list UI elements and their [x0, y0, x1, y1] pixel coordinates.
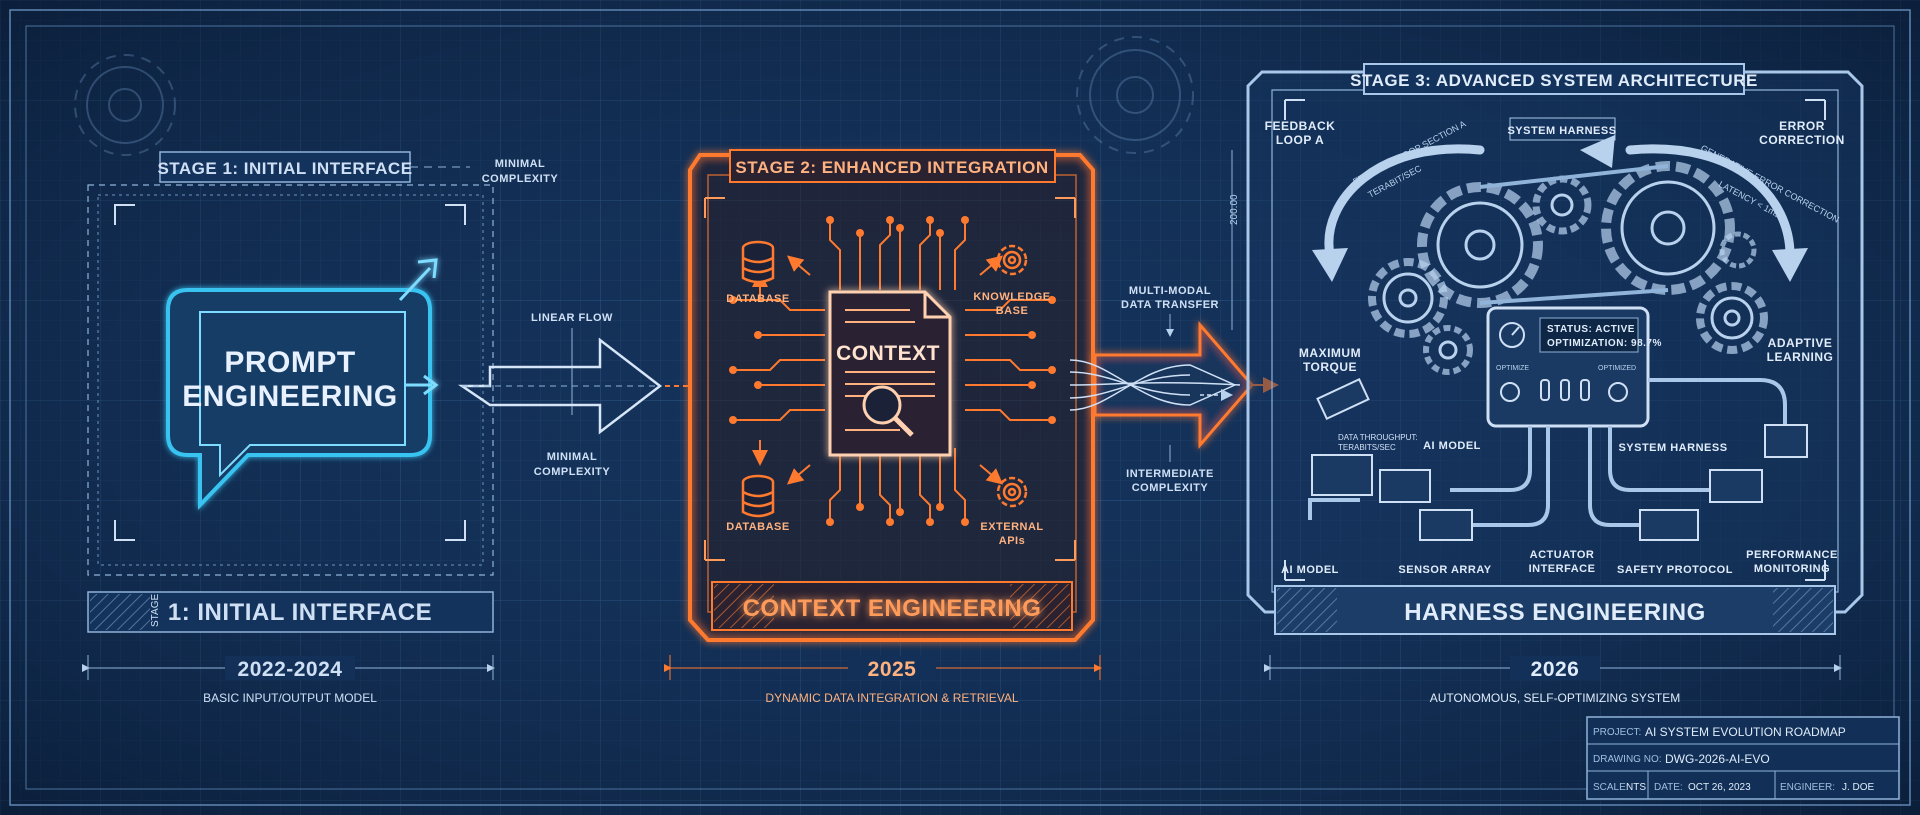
external-apis-label: EXTERNAL [980, 521, 1043, 533]
stage-3-years: 2026 [1531, 658, 1580, 681]
date-label: DATE: [1654, 782, 1683, 793]
feedback-arrows [1324, 144, 1795, 260]
gear-icon [1719, 231, 1757, 269]
stage-1-note-top: MINIMAL [495, 158, 546, 170]
connector-1-bottom: MINIMAL [547, 451, 598, 463]
external-apis-label-2: APIs [999, 535, 1025, 547]
database-icon [741, 474, 775, 518]
project-value: AI SYSTEM EVOLUTION ROADMAP [1645, 725, 1846, 739]
document-icon [828, 290, 952, 457]
circuit-traces [735, 222, 1050, 520]
drawing-label: DRAWING NO: [1593, 754, 1662, 765]
database-top-label: DATABASE [726, 293, 789, 305]
adaptive-learning-label: ADAPTIVE [1768, 336, 1833, 350]
performance-monitoring-label-2: MONITORING [1754, 563, 1830, 575]
magnifier-icon [862, 385, 914, 437]
dimension-label: 200.00 [1229, 194, 1240, 225]
drawing-value: DWG-2026-AI-EVO [1665, 752, 1770, 766]
stage-2-panel: STAGE 2: ENHANCED INTEGRATION [664, 149, 1102, 705]
circuit-modules [1311, 377, 1808, 541]
ai-model-mid-label: AI MODEL [1423, 440, 1481, 452]
stage-1-title: PROMPT [224, 346, 355, 379]
connector-1: LINEAR FLOW MINIMAL COMPLEXITY [457, 312, 690, 478]
stage-3-header: STAGE 3: ADVANCED SYSTEM ARCHITECTURE [1350, 71, 1758, 90]
gear-icon [1696, 282, 1768, 354]
gear-icon [1368, 258, 1448, 338]
stage-3-caption: AUTONOMOUS, SELF-OPTIMIZING SYSTEM [1430, 691, 1680, 705]
engineer-value: J. DOE [1842, 782, 1875, 793]
background-gear-icon [74, 36, 1194, 156]
connector-1-top: LINEAR FLOW [531, 312, 613, 324]
stage-1-banner: 1: INITIAL INTERFACE [168, 599, 432, 626]
scale-label: SCALE: [1593, 782, 1629, 793]
connector-2: MULTI-MODAL DATA TRANSFER INTERMEDIATE C… [1069, 285, 1279, 494]
speech-bubble-icon [166, 258, 439, 510]
stage-2-years: 2025 [868, 658, 917, 681]
connector-1-bottom-2: COMPLEXITY [534, 466, 611, 478]
error-correction-label: ERROR [1779, 119, 1825, 133]
stage-3-panel: STAGE 3: ADVANCED SYSTEM ARCHITECTURE SY… [1229, 63, 1864, 705]
panel-label-right: OPTIMIZED [1598, 365, 1636, 372]
gear-icon [996, 476, 1028, 508]
knowledge-base-label: KNOWLEDGE [973, 291, 1050, 303]
status-line-2: OPTIMIZATION: 98.7% [1547, 338, 1662, 349]
connector-2-top: MULTI-MODAL [1129, 285, 1211, 297]
stage-1-years: 2022-2024 [238, 658, 343, 681]
stage-2-caption: DYNAMIC DATA INTEGRATION & RETRIEVAL [765, 691, 1018, 705]
maximum-torque-label-2: TORQUE [1303, 360, 1357, 374]
connector-2-top-2: DATA TRANSFER [1121, 299, 1219, 311]
stage-2-banner: CONTEXT ENGINEERING [743, 595, 1042, 622]
sensor-array-label: SENSOR ARRAY [1398, 564, 1491, 576]
error-correction-label-2: CORRECTION [1759, 133, 1845, 147]
stage-1-title-2: ENGINEERING [182, 380, 398, 413]
stage-1-caption: BASIC INPUT/OUTPUT MODEL [203, 691, 377, 705]
gear-icon [996, 244, 1028, 276]
feedback-loop-label: FEEDBACK [1265, 119, 1336, 133]
stage-3-banner: HARNESS ENGINEERING [1404, 599, 1706, 626]
context-label: CONTEXT [836, 342, 940, 365]
circuit-nodes [729, 216, 1056, 526]
scale-value: NTS [1626, 782, 1646, 793]
actuator-interface-label-2: INTERFACE [1529, 563, 1596, 575]
engineer-label: ENGINEER: [1780, 782, 1835, 793]
stage-1-panel: STAGE 1: INITIAL INTERFACE MINIMAL COMPL… [82, 151, 559, 705]
connector-2-bottom-2: COMPLEXITY [1132, 482, 1209, 494]
ai-model-label: AI MODEL [1281, 564, 1339, 576]
system-harness-mid-label: SYSTEM HARNESS [1618, 442, 1727, 454]
panel-label-left: OPTIMIZE [1496, 365, 1529, 372]
adaptive-learning-label-2: LEARNING [1767, 350, 1834, 364]
safety-protocol-label: SAFETY PROTOCOL [1617, 564, 1733, 576]
feedback-loop-label-2: LOOP A [1276, 133, 1324, 147]
actuator-interface-label: ACTUATOR [1530, 549, 1595, 561]
stage-1-note-top-2: COMPLEXITY [482, 173, 559, 185]
stage-1-header: STAGE 1: INITIAL INTERFACE [157, 159, 412, 178]
title-block: PROJECT: AI SYSTEM EVOLUTION ROADMAP DRA… [1586, 716, 1900, 800]
control-panel-icon [1486, 306, 1650, 428]
system-harness-top-label: SYSTEM HARNESS [1507, 125, 1616, 137]
knowledge-base-label-2: BASE [996, 305, 1029, 317]
date-value: OCT 26, 2023 [1688, 782, 1751, 793]
performance-monitoring-label: PERFORMANCE [1746, 549, 1838, 561]
gear-icon [1423, 325, 1473, 375]
stage-1-banner-prefix: STAGE [150, 594, 161, 627]
database-icon [741, 240, 775, 284]
project-label: PROJECT: [1593, 727, 1641, 738]
data-throughput-label: DATA THROUGHPUT: [1338, 433, 1418, 442]
database-bottom-label: DATABASE [726, 521, 789, 533]
data-throughput-label-2: TERABITS/SEC [1338, 443, 1396, 452]
connector-2-bottom: INTERMEDIATE [1126, 468, 1214, 480]
maximum-torque-label: MAXIMUM [1299, 346, 1361, 360]
stage-2-header: STAGE 2: ENHANCED INTEGRATION [735, 158, 1048, 177]
circuit-icon [1308, 378, 1787, 527]
status-line-1: STATUS: ACTIVE [1547, 324, 1635, 335]
